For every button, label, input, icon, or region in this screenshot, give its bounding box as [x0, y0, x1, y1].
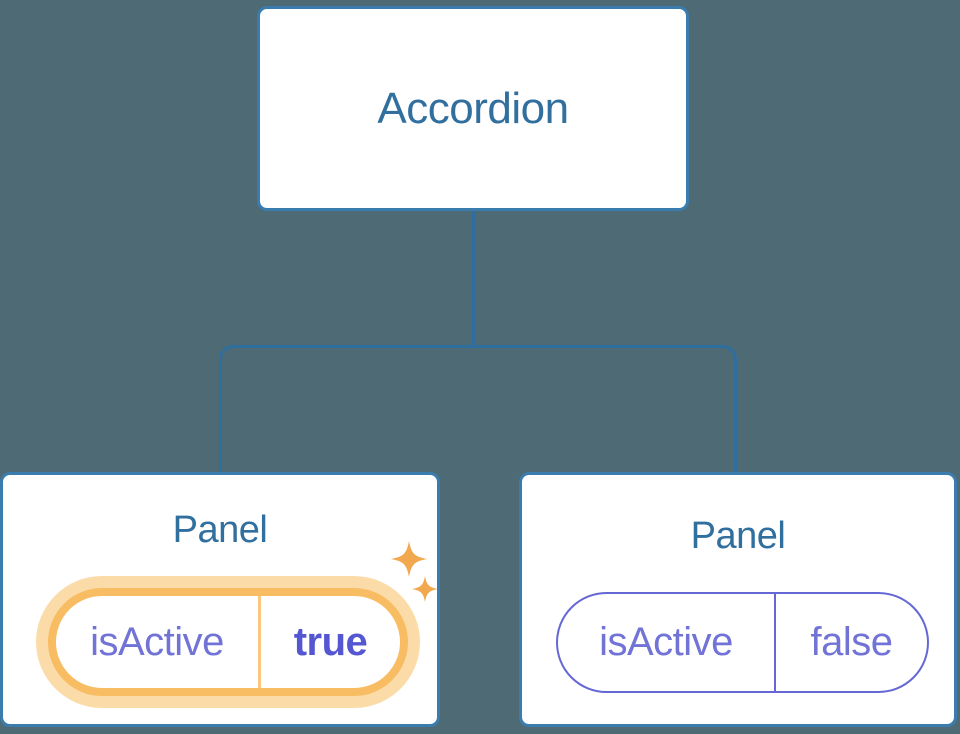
pill-divider [774, 594, 776, 691]
accordion-label: Accordion [377, 83, 569, 133]
state-value-label: false [810, 620, 894, 664]
connector-root-stem [472, 209, 475, 347]
state-value-label: true [293, 619, 368, 664]
connector-branch [219, 345, 737, 472]
node-panel-active: Panel isActive true [0, 472, 440, 727]
sparkle-icon-large [391, 541, 427, 577]
state-key-label: isActive [599, 620, 733, 664]
panel-label: Panel [172, 509, 268, 551]
panel-label: Panel [690, 515, 786, 557]
state-key-label: isActive [90, 619, 224, 664]
state-pill-inactive: isActive false [556, 592, 929, 693]
node-panel-inactive: Panel isActive false [519, 472, 957, 727]
pill-divider [258, 596, 261, 688]
sparkle-icon-small [412, 576, 438, 602]
state-pill-active: isActive true [48, 588, 408, 696]
node-accordion: Accordion [257, 6, 689, 211]
